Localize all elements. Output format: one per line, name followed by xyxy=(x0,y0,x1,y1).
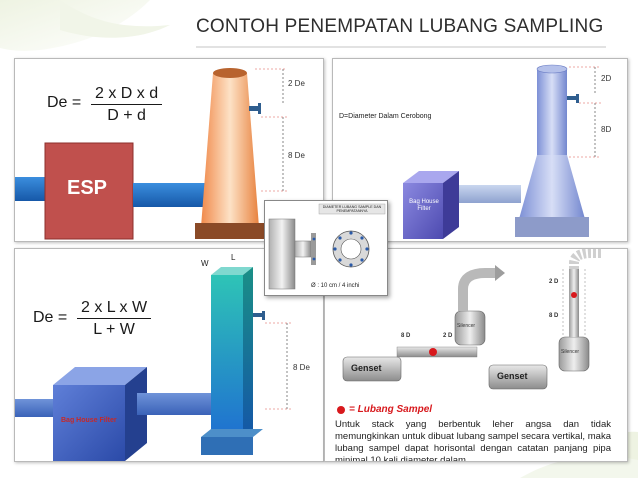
connecting-pipe xyxy=(451,185,521,203)
dim-label-2de: 2 De xyxy=(288,79,305,88)
rect-stack-side xyxy=(243,267,253,439)
detail-header-bar xyxy=(318,203,386,215)
stack-cone xyxy=(519,155,585,219)
detail-diameter-text: Ø : 10 cm / 4 inchi xyxy=(311,283,360,289)
esp-label: ESP xyxy=(67,177,108,199)
formula-fraction: 2 x L x W L + W xyxy=(77,299,152,339)
bag-house-rect-diagram xyxy=(15,267,293,461)
inlet-duct xyxy=(15,399,57,417)
bag-house-round-diagram xyxy=(403,64,601,239)
detail-nozzle xyxy=(294,240,312,258)
bag-house-front xyxy=(53,385,125,461)
silencer-left xyxy=(454,310,486,346)
diameter-caption: D=Diameter Dalam Cerobong xyxy=(339,113,432,120)
stack-base xyxy=(201,437,253,455)
detail-flange xyxy=(311,233,316,265)
formula-lhs: De = xyxy=(33,309,68,326)
dim-label-8d-left: 8 D xyxy=(401,333,411,339)
dim-label-8d: 8D xyxy=(601,125,612,134)
detail-pipe xyxy=(268,218,296,290)
label-length: L xyxy=(231,253,236,262)
genset-left-label: Genset xyxy=(351,363,382,373)
connecting-duct xyxy=(137,393,213,415)
stack-base xyxy=(515,217,589,237)
sampling-port xyxy=(249,106,259,111)
outlet-duct xyxy=(133,183,205,207)
genset-right-label: Genset xyxy=(497,371,528,381)
formula-denominator: D + d xyxy=(107,107,146,124)
bag-house-top xyxy=(53,367,147,385)
sample-hole-detail-diagram xyxy=(268,203,386,290)
dim-label-8de: 8 De xyxy=(293,363,310,372)
formula-numerator: 2 x L x W xyxy=(77,299,152,319)
bag-house-front xyxy=(403,183,443,239)
sample-hole-right xyxy=(571,292,577,298)
bag-house-side xyxy=(443,171,459,239)
esp-diagram xyxy=(15,68,287,240)
bag-house-top xyxy=(403,171,459,183)
formula-lhs: De = xyxy=(47,94,82,111)
sampling-port xyxy=(253,313,263,317)
rect-stack-front xyxy=(211,275,243,439)
gooseneck-diagram xyxy=(337,249,601,414)
legend-dot xyxy=(337,406,345,414)
panel-bag-house-rect: De = 2 x L x W L + W W L 8 De Bag House … xyxy=(14,248,324,462)
gooseneck-note: Untuk stack yang berbentuk leher angsa d… xyxy=(335,419,611,462)
dim-label-2d-right: 2 D xyxy=(549,279,559,285)
dim-label-2d: 2D xyxy=(601,74,612,83)
inlet-duct xyxy=(15,177,47,201)
leaf-decoration-left-2 xyxy=(60,0,170,38)
rect-stack-top xyxy=(211,267,253,275)
genset-left-box xyxy=(342,356,402,382)
silencer-right-label: Silencer xyxy=(561,349,580,355)
sampling-port xyxy=(567,96,577,100)
gooseneck-right xyxy=(569,249,601,269)
bag-house-side xyxy=(125,367,147,461)
panel-esp: De = 2 x D x d D + d ESP 2 De 8 De xyxy=(14,58,324,242)
label-width: W xyxy=(201,259,209,268)
stack-top-cylinder xyxy=(537,69,567,155)
detail-header: DIAMETER LUBANG SAMPLE DAN PENEMPATANNYA xyxy=(322,205,382,213)
stack-base-top xyxy=(201,429,263,437)
vertical-pipe-right xyxy=(569,269,579,337)
bag-house-label: Bag House Filter xyxy=(61,417,117,424)
esp-unit xyxy=(44,142,134,240)
silencer-left-label: Silencer xyxy=(457,323,476,329)
stack-top-rim xyxy=(213,68,247,78)
slide-title: CONTOH PENEMPATAN LUBANG SAMPLING xyxy=(196,16,604,37)
genset-right-box xyxy=(488,364,548,390)
formula-numerator: 2 x D x d xyxy=(91,85,163,105)
sample-hole-left xyxy=(429,348,437,356)
title-underline xyxy=(196,46,606,48)
formula-fraction: 2 x D x d D + d xyxy=(91,85,163,125)
stack-base xyxy=(195,223,267,239)
dim-label-2d-left: 2 D xyxy=(443,333,453,339)
gooseneck-left xyxy=(458,268,497,311)
conical-stack xyxy=(201,73,259,227)
dim-label-8d-right: 8 D xyxy=(549,313,559,319)
dim-label-8de: 8 De xyxy=(288,151,305,160)
legend-label: = Lubang Sampel xyxy=(349,404,433,415)
panel-sample-hole-detail: DIAMETER LUBANG SAMPLE DAN PENEMPATANNYA… xyxy=(264,200,388,296)
bag-house-label: Bag House Filter xyxy=(409,199,439,212)
formula-denominator: L + W xyxy=(93,321,135,338)
